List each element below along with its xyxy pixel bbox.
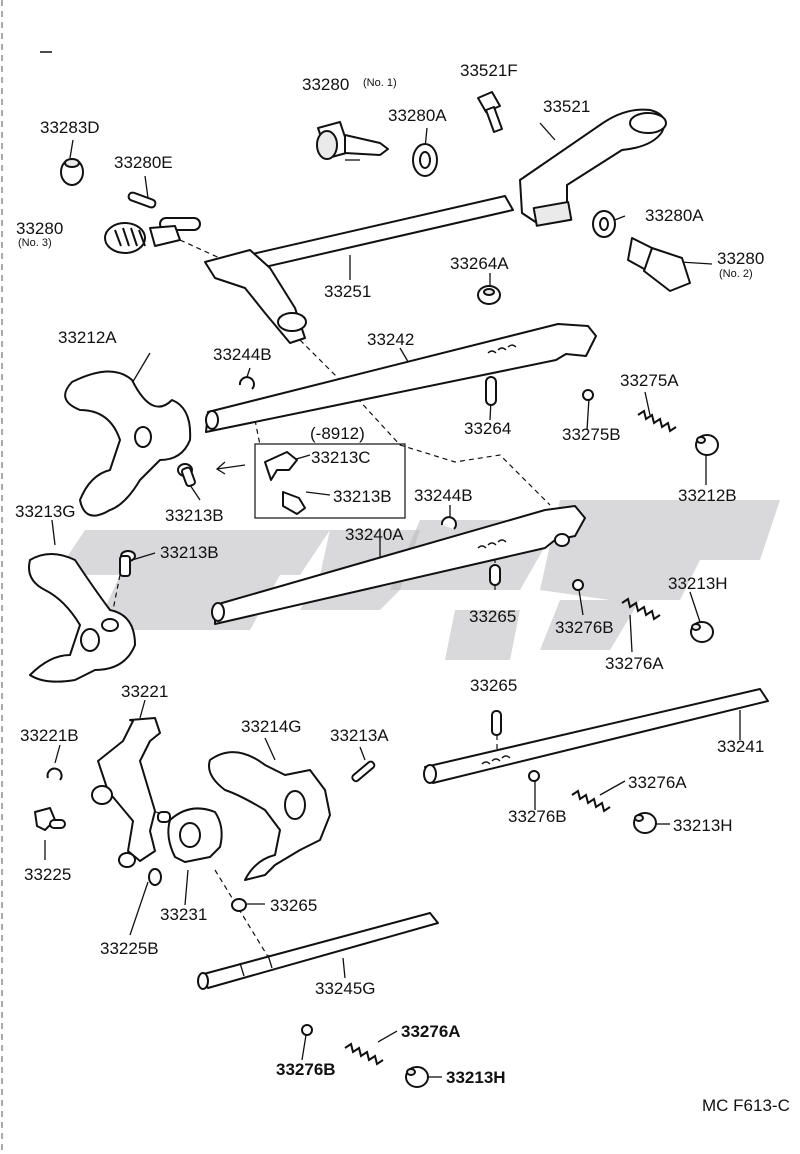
label-33265-right: 33265 [470,676,517,695]
shaft-33241 [423,688,769,784]
label-33240A: 33240A [345,525,404,544]
label-33265-mid: 33265 [469,607,516,626]
washer-33280A-top [412,143,438,177]
spring-33276A-right [571,789,611,813]
plug-33213H-mid [690,621,714,643]
block-33231 [157,807,223,863]
bolt-33280-no1 [316,121,389,160]
ring-33225B [148,868,162,886]
ball-33276B-mid [572,579,584,591]
ball-33275B [582,389,594,401]
bolt-33280-no2 [627,237,691,292]
arm-33521 [519,108,667,227]
label-33280-no2: 33280 [717,249,764,268]
label-33212B: 33212B [678,486,737,505]
label-33276B-right: 33276B [508,807,567,826]
label-33213H-right: 33213H [673,816,733,835]
label-33275A: 33275A [620,371,679,390]
label-33521F: 33521F [460,61,518,80]
label-33280-no1-note: (No. 1) [363,77,397,89]
spring-33275A [637,409,677,433]
spring-33276A-bottom [344,1042,384,1066]
label-33280A-top: 33280A [388,106,447,125]
label-33244B-top: 33244B [213,345,272,364]
label-33225B: 33225B [100,939,159,958]
label-33280A-right: 33280A [645,206,704,225]
shaft-33242 [205,323,597,433]
label-33213B-inset: 33213B [333,487,392,506]
nut-33264A [477,285,501,305]
fork-33213G [28,553,136,683]
lever-33221 [91,717,161,868]
bolt-33280-no3 [104,217,201,254]
label-33212A: 33212A [58,328,117,347]
screw-33213B-fork [177,463,196,487]
label-33276B-bottom: 33276B [276,1060,336,1079]
plug-33213H-right [633,812,657,834]
label-33244B-mid: 33244B [414,486,473,505]
label-33276A-right: 33276A [628,773,687,792]
ball-33276B-bottom [301,1024,313,1036]
pin-33280E [127,191,157,209]
pin-33264 [485,376,497,406]
label-33275B: 33275B [562,425,621,444]
label-33251: 33251 [324,282,371,301]
pin-33213A [351,760,376,783]
label-33276B-mid: 33276B [555,618,614,637]
label-33280-no2-note: (No. 2) [719,268,753,280]
pin-33225 [34,807,66,831]
shaft-33240A [211,505,586,625]
clip-33221B [46,767,63,781]
label-33283D: 33283D [40,118,100,137]
plug-33213H-bottom [405,1066,429,1088]
fork-33214G [208,751,331,881]
label-33213H-bottom: 33213H [446,1068,506,1087]
label-33276A-bottom: 33276A [401,1022,461,1041]
label-33213B-fork: 33213B [165,506,224,525]
label-33276A-mid: 33276A [605,654,664,673]
bolt-33521F [477,91,503,133]
diagram-code: MC F613-C [702,1096,790,1115]
spring-33276A-mid [621,597,661,621]
label-33245G: 33245G [315,979,376,998]
label-33521: 33521 [543,97,590,116]
label-33213B-left: 33213B [160,543,219,562]
pin-33265-low [231,898,247,912]
label-33241: 33241 [717,737,764,756]
label-33213A: 33213A [330,726,389,745]
label-33280-no1: 33280 [302,75,349,94]
label-33213H-mid: 33213H [668,574,728,593]
clip-33244B-top [238,376,255,390]
label-33264: 33264 [464,419,511,438]
clip-33244B-mid [440,516,457,530]
ball-33276B-right [528,770,540,782]
inset-box [215,443,406,519]
plug-33283D [60,158,84,186]
label-33214G: 33214G [241,717,302,736]
label-33213C: 33213C [311,448,371,467]
label-33264A: 33264A [450,254,509,273]
label-inset-note: (-8912) [310,424,365,443]
label-33225: 33225 [24,865,71,884]
fork-33212A [64,370,192,517]
label-33242: 33242 [367,330,414,349]
screw-33213B-left [119,550,136,577]
label-33231: 33231 [160,905,207,924]
pin-33265-right [491,710,502,736]
label-33280-no3-note: (No. 3) [18,237,52,249]
label-33280E: 33280E [114,153,173,172]
plug-33212B [695,434,719,456]
shaft-33251 [204,195,514,344]
label-33221: 33221 [121,682,168,701]
label-33265-low: 33265 [270,896,317,915]
label-33213G: 33213G [15,502,76,521]
washer-33280A-right [592,210,616,238]
label-33221B: 33221B [20,726,79,745]
shaft-33245G [197,912,439,990]
pin-33265-mid [489,564,501,586]
part-labels: 33280 (No. 1) 33521F 33283D 33280A 33521… [15,61,790,1115]
label-33280-no3: 33280 [16,219,63,238]
